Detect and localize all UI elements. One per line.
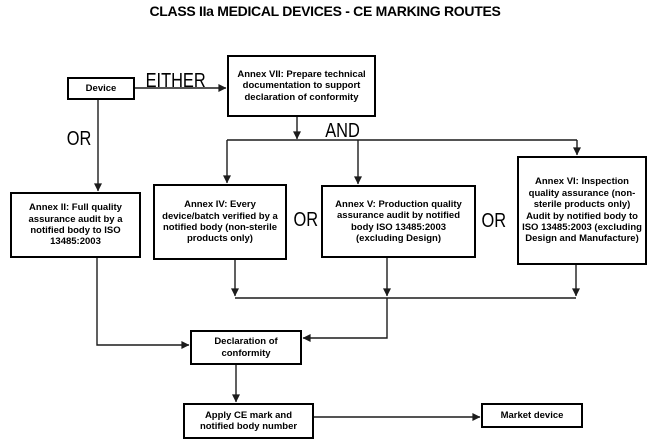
apply-ce-mark-label: Apply CE mark and notified body number [199,409,298,432]
and-connector-label: AND [325,120,360,142]
declaration-of-conformity-box: Declaration of conformity [190,330,302,365]
annex-vii-label: Annex VII: Prepare technical documentati… [237,68,366,103]
annex-v-box: Annex V: Production quality assurance au… [321,185,476,258]
annex-vi-box: Annex VI: Inspection quality assurance (… [517,156,647,265]
or-connector-label-v-vi: OR [481,210,507,232]
market-device-label: Market device [500,409,564,421]
annex-ii-label: Annex II: Full quality assurance audit b… [28,202,123,248]
or-connector-label-device: OR [66,128,92,150]
annex-v-label: Annex V: Production quality assurance au… [335,198,462,244]
either-connector-label: EITHER [145,70,206,92]
market-device-box: Market device [481,403,583,428]
annex-iv-box: Annex IV: Every device/batch verified by… [153,184,287,260]
annex-vi-label: Annex VI: Inspection quality assurance (… [522,176,642,245]
device-box: Device [67,77,135,100]
declaration-of-conformity-label: Declaration of conformity [214,336,278,359]
device-label: Device [85,82,117,94]
annex-iv-label: Annex IV: Every device/batch verified by… [162,199,278,245]
annex-ii-box: Annex II: Full quality assurance audit b… [10,192,141,258]
apply-ce-mark-box: Apply CE mark and notified body number [183,403,314,439]
annex-vii-box: Annex VII: Prepare technical documentati… [227,55,376,117]
or-connector-label-iv-v: OR [293,209,319,231]
page-title: CLASS IIa MEDICAL DEVICES - CE MARKING R… [149,3,501,19]
